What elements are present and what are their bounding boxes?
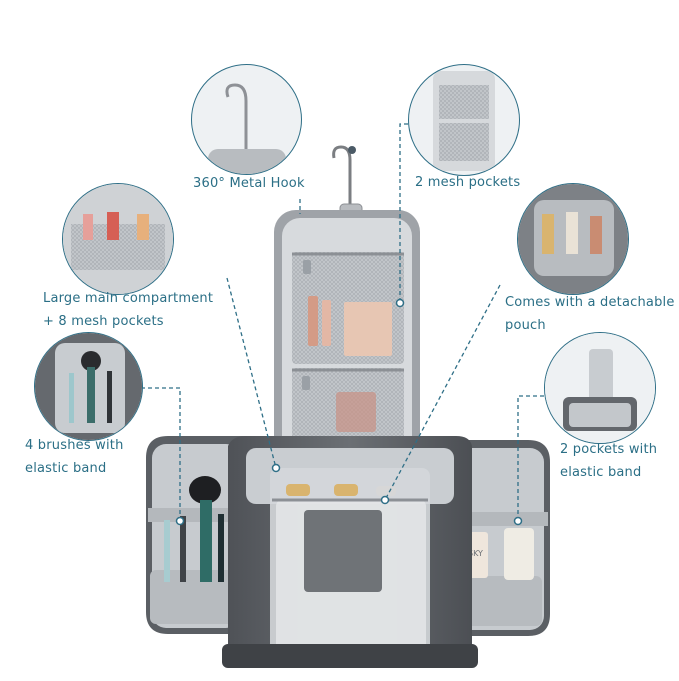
mesh-pockets-label: 2 mesh pockets (415, 171, 520, 194)
hanging-flap (274, 210, 420, 470)
detachable-pouch-line1: Comes with a detachable (505, 295, 675, 310)
main-compartment (222, 436, 478, 668)
elastic-pockets-line1: 2 pockets with (560, 442, 658, 457)
main-compartment-line1: Large main compartment (43, 291, 214, 306)
detachable-pouch-line2: pouch (505, 318, 546, 333)
detachable-pouch-label: Comes with a detachable pouch (505, 291, 675, 337)
brushes-label: 4 brushes with elastic band (25, 434, 124, 480)
mesh-pockets-detail-photo (408, 64, 520, 176)
mesh-pockets-label-text: 2 mesh pockets (415, 175, 521, 190)
elastic-pockets-line2: elastic band (560, 465, 642, 480)
brushes-detail-photo (34, 332, 143, 441)
hook-label: 360° Metal Hook (193, 172, 305, 195)
left-wing-panel (146, 436, 246, 634)
hook-detail-photo (191, 64, 302, 175)
hook-label-text: 360° Metal Hook (193, 176, 305, 191)
main-compartment-line2: + 8 mesh pockets (43, 314, 164, 329)
leader-dots (175, 298, 523, 526)
bottle-label: SKY (468, 549, 483, 558)
leader-lines (141, 123, 544, 521)
brushes-line2: elastic band (25, 461, 107, 476)
metal-hook (332, 145, 363, 221)
elastic-pockets-label: 2 pockets with elastic band (560, 438, 657, 484)
main-compartment-detail-photo (62, 183, 174, 295)
main-compartment-label: Large main compartment + 8 mesh pockets (43, 287, 213, 333)
brushes-line1: 4 brushes with (25, 438, 124, 453)
right-wing-panel: SKY (452, 440, 550, 636)
elastic-pockets-detail-photo (544, 332, 656, 444)
detachable-pouch-detail-photo (517, 183, 629, 295)
